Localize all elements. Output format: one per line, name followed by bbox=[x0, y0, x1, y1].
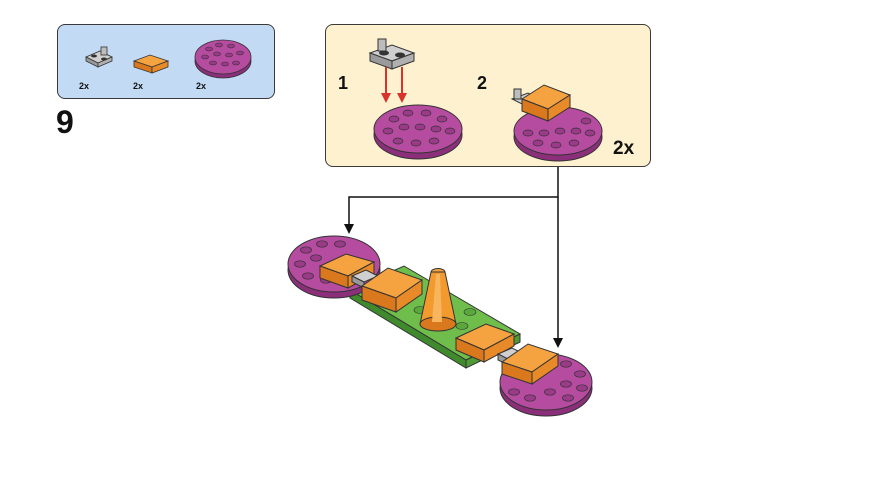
part-quantity: 2x bbox=[79, 81, 90, 91]
orange-curved-slope-icon bbox=[454, 323, 516, 363]
sub-assembly-multiplier: 2x bbox=[613, 138, 635, 159]
sub-step-number: 2 bbox=[477, 73, 488, 93]
orange-curved-slope-icon bbox=[500, 343, 560, 385]
orange-curved-slope-icon bbox=[360, 267, 424, 313]
magenta-round-plate-icon bbox=[194, 39, 252, 79]
sub-step-number: 1 bbox=[338, 73, 349, 93]
arrowhead-icon bbox=[553, 338, 563, 348]
step-number: 9 bbox=[56, 104, 74, 140]
sub-assembly-art bbox=[368, 38, 603, 162]
parts-list-panel: 2x 2x 2x bbox=[57, 24, 275, 99]
part-quantity: 2x bbox=[133, 81, 144, 91]
part-quantity: 2x bbox=[196, 81, 207, 91]
parts-list-art bbox=[85, 39, 252, 79]
orange-cone-icon bbox=[419, 268, 457, 332]
orange-curved-slope-icon bbox=[132, 54, 170, 74]
grey-bracket-plate-icon bbox=[368, 38, 416, 70]
sub-assembly-panel: 1 2 2x bbox=[325, 24, 651, 167]
orange-curved-slope-icon bbox=[520, 84, 572, 122]
magenta-round-plate-icon bbox=[513, 106, 603, 162]
magenta-round-plate-icon bbox=[499, 353, 593, 417]
placement-arrow-icon bbox=[381, 67, 407, 103]
grey-bracket-plate-icon bbox=[85, 46, 113, 68]
magenta-round-plate-icon bbox=[373, 104, 463, 160]
arrowhead-icon bbox=[344, 224, 354, 234]
connector-arrow-icon bbox=[348, 167, 559, 340]
